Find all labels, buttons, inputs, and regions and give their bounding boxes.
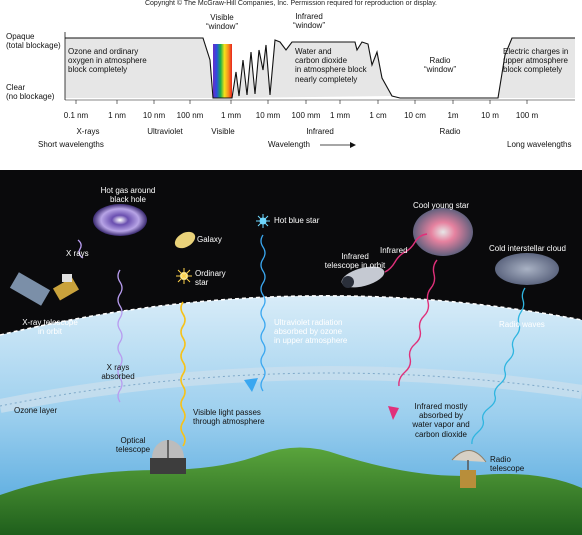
band-xrays: X-rays: [76, 127, 100, 136]
label-cold-cloud: Cold interstellar cloud: [489, 244, 566, 253]
wavelength-tick-label: 1 cm: [369, 111, 387, 120]
band-infrared: Infrared: [306, 127, 334, 136]
label-cool-young-star: Cool young star: [413, 201, 470, 210]
ground-hills: [0, 447, 582, 535]
galaxy-shape: [174, 231, 196, 249]
wavelength-tick-label: 1 nm: [108, 111, 126, 120]
infrared-ray-down: [398, 259, 438, 387]
label-ozone-layer: Ozone layer: [14, 406, 58, 415]
label-galaxy: Galaxy: [197, 235, 222, 244]
visible-rainbow: [213, 44, 232, 98]
label-infrared: Infrared: [380, 246, 408, 255]
uv-ray-arrowhead: [244, 378, 258, 392]
visible-window-label: Visible“window”: [205, 13, 238, 32]
opacity-fill-infrared: [232, 40, 392, 98]
copyright-notice: Copyright © The McGraw-Hill Companies, I…: [144, 0, 437, 7]
cool-young-star-cloud: [413, 208, 473, 256]
wavelength-tick-label: 10 nm: [142, 111, 166, 120]
visible-ray: [180, 301, 186, 447]
radio-window-label: Radio“window”: [423, 56, 456, 75]
y-label-opaque: Opaque(total blockage): [6, 32, 61, 51]
wavelength-tick-label: 0.1 nm: [63, 111, 89, 120]
wavelength-tick-label: 10 m: [481, 111, 499, 120]
band-radio: Radio: [439, 127, 461, 136]
band-visible: Visible: [211, 127, 235, 136]
long-wavelengths-label: Long wavelengths: [507, 140, 572, 149]
xray-ray-inbound: [77, 239, 84, 259]
ozone-layer-band: [0, 366, 582, 413]
infrared-ray-to-telescope: [384, 233, 428, 273]
infrared-ray-arrowhead: [388, 406, 399, 420]
wavelength-axis-label: Wavelength: [268, 140, 310, 149]
wavelength-tick-label: 10 mm: [255, 111, 281, 120]
wavelength-tick-label: 100 nm: [176, 111, 204, 120]
wavelength-tick-label: 1 mm: [221, 111, 241, 120]
label-hot-blue-star: Hot blue star: [274, 216, 320, 225]
uv-ray: [260, 234, 266, 392]
xray-telescope-icon: [9, 272, 80, 306]
band-ultraviolet: Ultraviolet: [147, 127, 183, 136]
label-x-rays: X rays: [66, 249, 89, 258]
infrared-telescope-icon: [341, 266, 385, 288]
y-label-clear: Clear(no blockage): [6, 83, 55, 102]
wavelength-tick-label: 1 mm: [330, 111, 350, 120]
opacity-fill-electric: [498, 38, 575, 98]
xray-ray: [117, 269, 123, 403]
atmosphere-edge: [0, 295, 582, 336]
opacity-curve: [65, 37, 575, 99]
wavelength-tick-label: 100 m: [515, 111, 539, 120]
wavelength-tick-label: 100 mm: [291, 111, 321, 120]
wavelength-tick-label: 10 cm: [404, 111, 426, 120]
label-radio-waves: Radio waves: [499, 320, 545, 329]
radio-ray: [471, 287, 526, 445]
short-wavelengths-label: Short wavelengths: [38, 140, 104, 149]
opacity-fill-ozone: [65, 38, 213, 98]
optical-telescope-icon: [150, 440, 186, 474]
infrared-window-label: Infrared“window”: [292, 12, 325, 31]
radio-telescope-icon: [451, 450, 487, 488]
opacity-chart: [64, 32, 575, 148]
wavelength-tick-label: 1m: [447, 111, 459, 120]
cold-cloud: [495, 253, 559, 285]
black-hole-gas: [93, 204, 147, 236]
